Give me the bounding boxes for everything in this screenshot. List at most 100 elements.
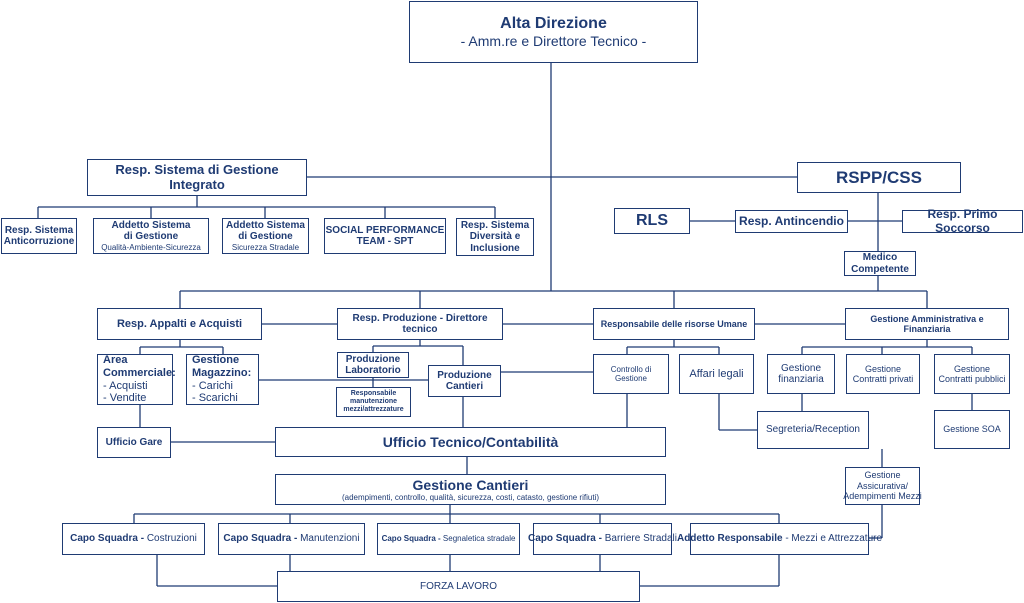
- affari-legali-title: Affari legali: [689, 367, 744, 380]
- responsabile-manutenzione-box: Responsabile manutenzione mezzi/attrezza…: [336, 387, 411, 417]
- sgi-title: Resp. Sistema di Gestione Integrato: [115, 161, 279, 192]
- produzione-laboratorio-box: Produzione Laboratorio: [337, 352, 409, 378]
- contratti-privati-box: Gestione Contratti privati: [846, 354, 920, 394]
- gestione-cantieri-title: Gestione Cantieri: [412, 476, 529, 493]
- rls-box: RLS: [614, 208, 690, 234]
- assicurativa-line3: Adempimenti Mezzi: [843, 491, 922, 502]
- resp-sistema-gestione-integrato-box: Resp. Sistema di Gestione Integrato: [87, 159, 307, 196]
- segreteria-reception-box: Segreteria/Reception: [757, 411, 869, 449]
- gestione-finanziaria-line2: finanziaria: [778, 374, 824, 385]
- area-commerciale-box: Area Commerciale: - Acquisti - Vendite: [97, 354, 176, 405]
- resp-risorse-umane-box: Responsabile delle risorse Umane: [593, 308, 755, 340]
- ufficio-gare-box: Ufficio Gare: [97, 427, 171, 458]
- social-performance-team-box: SOCIAL PERFORMANCE TEAM - SPT: [324, 218, 446, 254]
- rspp-title: RSPP/CSS: [836, 167, 922, 187]
- anticorruzione-line1: Resp. Sistema: [4, 224, 74, 236]
- assicurativa-line1: Gestione: [864, 470, 901, 481]
- resp-anticorruzione-box: Resp. Sistema Anticorruzione: [1, 218, 77, 254]
- rspp-css-box: RSPP/CSS: [797, 162, 961, 193]
- magazzino-line1: Gestione: [192, 354, 240, 367]
- resp-appalti-acquisti-box: Resp. Appalti e Acquisti: [97, 308, 262, 340]
- capo2-role: Capo Squadra -: [223, 533, 301, 545]
- contratti-pubblici-line1: Gestione: [953, 363, 991, 374]
- resp-produzione-box: Resp. Produzione - Direttore tecnico: [337, 308, 503, 340]
- affari-legali-box: Affari legali: [679, 354, 754, 394]
- capo3-area: Segnaletica stradale: [442, 534, 516, 544]
- forza-lavoro-box: FORZA LAVORO: [277, 571, 640, 602]
- resp-manutenzione-line2: manutenzione: [349, 397, 398, 405]
- amministrativa-title: Gestione Amministrativa e Finanziaria: [870, 313, 984, 334]
- segreteria-title: Segreteria/Reception: [766, 424, 860, 436]
- addetto-stradale-line1: Addetto Sistema: [226, 219, 305, 231]
- risorse-umane-title: Responsabile delle risorse Umane: [600, 318, 748, 329]
- magazzino-item-scarichi: - Scarichi: [192, 392, 238, 405]
- controllo-gestione-box: Controllo di Gestione: [593, 354, 669, 394]
- addetto-resp-role: Addetto Responsabile: [676, 533, 783, 545]
- diversita-line1: Resp. Sistema: [460, 219, 530, 231]
- soa-title: Gestione SOA: [943, 424, 1001, 435]
- contratti-pubblici-line2: Contratti pubblici: [938, 374, 1006, 384]
- contratti-pubblici-box: Gestione Contratti pubblici: [934, 354, 1010, 394]
- spt-line2: TEAM - SPT: [356, 236, 414, 247]
- gestione-finanziaria-box: Gestione finanziaria: [767, 354, 835, 394]
- spt-line1: SOCIAL PERFORMANCE: [325, 224, 445, 236]
- forza-lavoro-title: FORZA LAVORO: [419, 580, 498, 592]
- medico-competente-box: Medico Competente: [844, 251, 916, 276]
- addetto-qas-line2: di Gestione: [123, 231, 179, 243]
- resp-diversita-inclusione-box: Resp. Sistema Diversità e Inclusione: [456, 218, 534, 256]
- gestione-amministrativa-box: Gestione Amministrativa e Finanziaria: [845, 308, 1009, 340]
- addetto-stradale-sub: Sicurezza Stradale: [231, 242, 300, 252]
- prod-lab-line1: Produzione: [345, 353, 401, 365]
- contratti-privati-line1: Gestione: [864, 363, 902, 374]
- resp-antincendio-box: Resp. Antincendio: [735, 210, 848, 233]
- addetto-qas-box: Addetto Sistema di Gestione Qualità-Ambi…: [93, 218, 209, 254]
- medico-line2: Competente: [851, 263, 909, 275]
- addetto-resp-area: - Mezzi e Attrezzature: [782, 533, 883, 545]
- resp-primo-soccorso-box: Resp. Primo Soccorso: [902, 206, 1023, 235]
- produzione-cantieri-box: Produzione Cantieri: [428, 365, 501, 397]
- alta-direzione-subtitle: - Amm.re e Direttore Tecnico -: [460, 33, 647, 50]
- capo-squadra-manutenzioni-box: Capo Squadra - Manutenzioni: [218, 523, 365, 555]
- diversita-line2: Diversità e: [469, 231, 521, 243]
- resp-manutenzione-line1: Responsabile: [350, 389, 397, 397]
- ufficio-tecnico-contabilita-box: Ufficio Tecnico/Contabilità: [275, 427, 666, 457]
- gestione-finanziaria-line1: Gestione: [780, 362, 822, 374]
- prod-cantieri-line2: Cantieri: [445, 381, 484, 392]
- addetto-responsabile-mezzi-box: Addetto Responsabile - Mezzi e Attrezzat…: [677, 523, 882, 555]
- addetto-stradale-line2: di Gestione: [238, 231, 293, 243]
- capo1-role: Capo Squadra -: [70, 533, 147, 545]
- prod-cantieri-line1: Produzione: [437, 369, 492, 381]
- magazzino-line2: Magazzino:: [192, 366, 252, 379]
- addetto-qas-sub: Qualità-Ambiente-Sicurezza: [101, 242, 201, 252]
- capo1-area: Costruzioni: [146, 533, 197, 545]
- area-commerciale-item-vendite: - Vendite: [103, 392, 147, 405]
- gestione-cantieri-subtitle: (adempimenti, controllo, qualità, sicure…: [341, 492, 599, 502]
- addetto-sicurezza-stradale-box: Addetto Sistema di Gestione Sicurezza St…: [222, 218, 309, 254]
- produzione-title: Resp. Produzione - Direttore tecnico: [352, 312, 488, 336]
- capo4-area: Barriere Stradali: [604, 533, 677, 545]
- gestione-cantieri-box: Gestione Cantieri (adempimenti, controll…: [275, 474, 666, 505]
- alta-direzione-box: Alta Direzione - Amm.re e Direttore Tecn…: [409, 1, 698, 63]
- magazzino-item-carichi: - Carichi: [192, 379, 233, 392]
- capo4-role: Capo Squadra -: [528, 533, 605, 545]
- capo-squadra-barriere-box: Capo Squadra - Barriere Stradali: [528, 523, 677, 555]
- medico-line1: Medico: [862, 252, 898, 263]
- addetto-qas-line1: Addetto Sistema: [111, 219, 191, 231]
- antincendio-title: Resp. Antincendio: [739, 213, 844, 228]
- ufficio-gare-title: Ufficio Gare: [105, 436, 163, 448]
- area-commerciale-item-acquisti: - Acquisti: [103, 379, 148, 392]
- rls-title: RLS: [636, 211, 668, 229]
- capo-squadra-costruzioni-box: Capo Squadra - Costruzioni: [62, 523, 205, 555]
- anticorruzione-line2: Anticorruzione: [3, 236, 75, 247]
- capo-squadra-segnaletica-box: Capo Squadra - Segnaletica stradale: [377, 523, 520, 555]
- capo3-role: Capo Squadra -: [381, 534, 443, 544]
- gestione-assicurativa-box: Gestione Assicurativa/ Adempimenti Mezzi: [843, 467, 922, 505]
- resp-manutenzione-line3: mezzi/attrezzature: [343, 406, 404, 414]
- primo-soccorso-title: Resp. Primo Soccorso: [927, 206, 998, 235]
- contratti-privati-line2: Contratti privati: [852, 374, 914, 384]
- alta-direzione-title: Alta Direzione: [500, 14, 607, 32]
- gestione-soa-box: Gestione SOA: [934, 410, 1010, 449]
- prod-lab-line2: Laboratorio: [345, 365, 401, 376]
- appalti-title: Resp. Appalti e Acquisti: [116, 317, 243, 330]
